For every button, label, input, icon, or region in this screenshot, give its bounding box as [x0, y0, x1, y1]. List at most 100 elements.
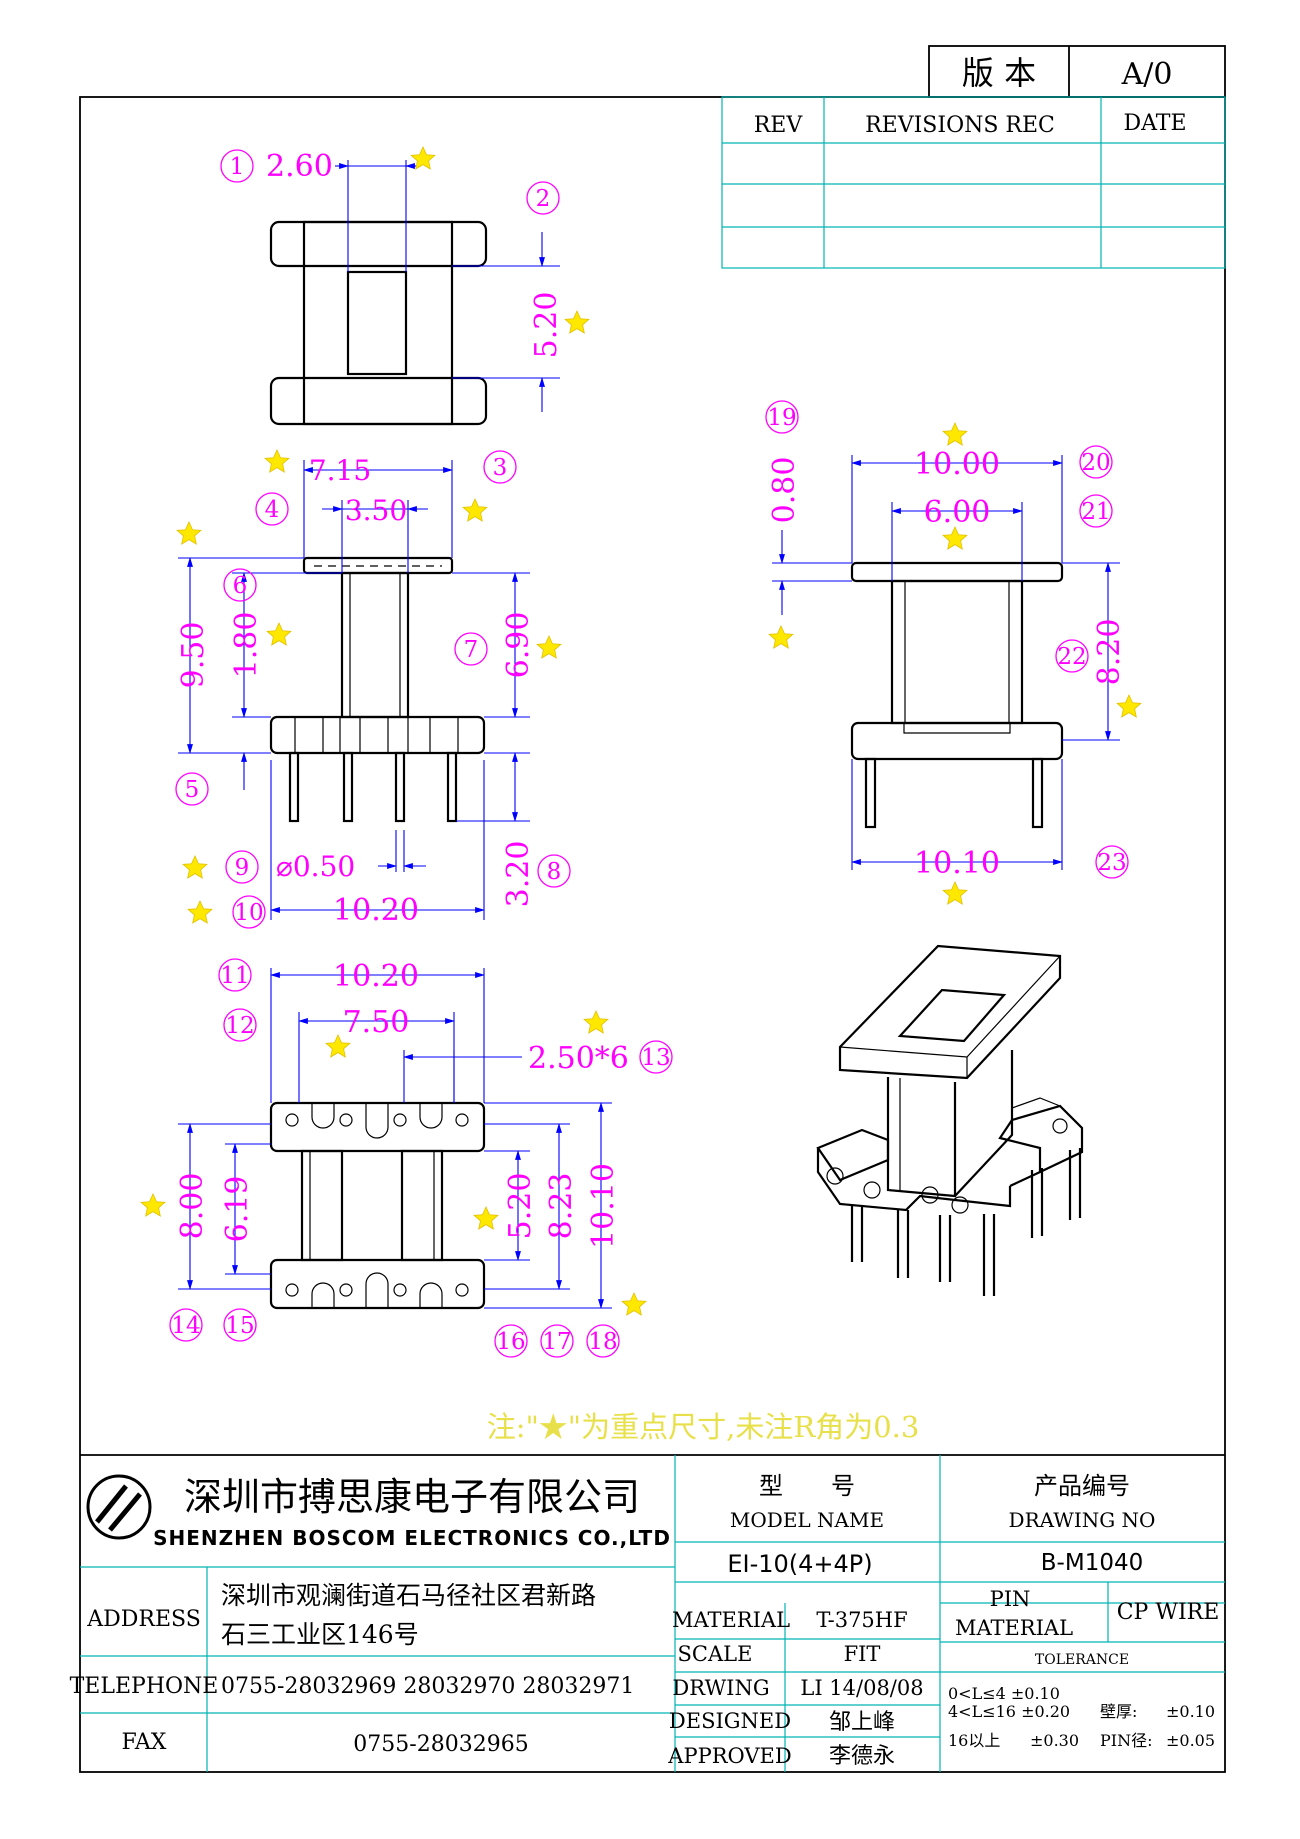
dim-15: 6.19	[220, 1176, 255, 1243]
version-box: 版 本 A/0	[928, 45, 1226, 98]
dim-10: 10.20	[333, 893, 419, 928]
spec-label-scale: SCALE	[678, 1642, 753, 1666]
dim-21: 6.00	[924, 495, 991, 530]
model-label-cn: 型 号	[759, 1472, 855, 1500]
star-icon	[182, 855, 208, 879]
balloon: 8	[537, 854, 571, 888]
dim-23: 10.10	[914, 846, 1000, 881]
spec-label-material: MATERIAL	[672, 1608, 790, 1632]
tolerance-row2c: ±0.10	[1166, 1702, 1215, 1721]
balloon: 9	[225, 850, 259, 884]
star-icon	[536, 635, 562, 659]
balloon: 18	[586, 1324, 620, 1358]
star-icon	[176, 521, 202, 545]
spec-label-designed: DESIGNED	[669, 1709, 791, 1733]
balloon-15: 15	[225, 1313, 254, 1339]
star-icon	[462, 498, 488, 522]
title-block	[80, 1454, 1225, 1772]
top-view-dims	[335, 160, 560, 412]
star-icon	[942, 422, 968, 446]
balloon: 12	[223, 1008, 257, 1042]
front-view	[269, 556, 486, 823]
note-text: 注:"★"为重点尺寸,未注R角为0.3	[487, 1410, 920, 1444]
balloon-5: 5	[185, 777, 200, 803]
dim-22: 8.20	[1092, 619, 1127, 686]
dim-17: 8.23	[544, 1173, 579, 1240]
star-icon	[187, 900, 213, 924]
pin-label-2: MATERIAL	[955, 1616, 1073, 1640]
balloon-17: 17	[542, 1329, 571, 1355]
pin-material-value: CP WIRE	[1117, 1600, 1220, 1625]
balloon: 17	[540, 1324, 574, 1358]
balloon-22: 22	[1057, 644, 1086, 670]
dim-16: 5.20	[503, 1173, 538, 1240]
star-icon	[942, 526, 968, 550]
balloon-6: 6	[233, 573, 248, 599]
side-view-dims	[772, 455, 1120, 870]
top-view	[269, 220, 488, 426]
star-icon	[583, 1010, 609, 1034]
balloon-1: 1	[230, 154, 245, 180]
tolerance-row3b: ±0.30	[1030, 1731, 1079, 1750]
tolerance-row3d: ±0.05	[1166, 1731, 1215, 1750]
balloon: 5	[175, 772, 209, 806]
date-header: DATE	[1123, 111, 1186, 136]
tolerance-row2a: 4<L≤16 ±0.20	[948, 1702, 1070, 1721]
balloon-7: 7	[464, 637, 479, 663]
balloon: 2	[526, 181, 560, 215]
balloon: 10	[232, 895, 266, 929]
spec-value-drwing: LI 14/08/08	[800, 1676, 923, 1700]
company-name-cn: 深圳市搏思康电子有限公司	[184, 1475, 640, 1519]
rev-header: REV	[754, 113, 804, 138]
balloon: 11	[218, 958, 252, 992]
dim-18: 10.10	[586, 1163, 621, 1249]
key-dimension-stars	[140, 146, 1142, 1316]
dim-2: 5.20	[529, 292, 564, 359]
balloon-9: 9	[235, 855, 250, 881]
address-label: ADDRESS	[86, 1607, 201, 1632]
revisions-rec-header: REVISIONS REC	[865, 113, 1055, 138]
bottom-view-dims	[178, 968, 612, 1309]
balloon-4: 4	[265, 497, 280, 523]
drawing-no-label-en: DRAWING NO	[1009, 1508, 1156, 1532]
balloon-11: 11	[220, 963, 249, 989]
balloon-20: 20	[1081, 450, 1110, 476]
balloon-16: 16	[496, 1329, 525, 1355]
balloon-2: 2	[536, 186, 551, 212]
bottom-view	[269, 1101, 486, 1310]
tolerance-row3c: PIN径:	[1100, 1731, 1152, 1750]
balloon-8: 8	[547, 859, 562, 885]
pin-label-1: PIN	[990, 1587, 1031, 1611]
star-icon	[621, 1292, 647, 1316]
spec-label-approved: APPROVED	[667, 1744, 791, 1768]
balloon: 16	[494, 1324, 528, 1358]
balloon-14: 14	[171, 1313, 200, 1339]
address-line2: 石三工业区146号	[221, 1620, 419, 1649]
balloon: 13	[639, 1040, 673, 1074]
balloon: 19	[765, 400, 799, 434]
model-label-en: MODEL NAME	[730, 1508, 884, 1532]
dim-7: 6.90	[501, 612, 536, 679]
balloon: 1	[220, 149, 254, 183]
fax-value: 0755-28032965	[353, 1732, 528, 1757]
spec-label-drwing: DRWING	[672, 1676, 769, 1700]
dim-20: 10.00	[914, 447, 1000, 482]
spec-value-designed: 邹上峰	[829, 1710, 895, 1735]
star-icon	[564, 310, 590, 334]
telephone-value: 0755-28032969 28032970 28032971	[221, 1674, 634, 1699]
balloon: 14	[169, 1308, 203, 1342]
star-icon	[1116, 694, 1142, 718]
dim-8: 3.20	[501, 841, 536, 908]
version-value: A/0	[1121, 57, 1173, 92]
balloon-18: 18	[588, 1329, 617, 1355]
balloon: 21	[1079, 494, 1113, 528]
dim-9: ⌀0.50	[276, 850, 355, 883]
address-line1: 深圳市观澜街道石马径社区君新路	[221, 1581, 596, 1610]
balloon: 7	[454, 632, 488, 666]
revisions-table: REV REVISIONS REC DATE	[721, 96, 1226, 269]
main-border	[79, 96, 1226, 1773]
star-icon	[140, 1193, 166, 1217]
tolerance-row2b: 壁厚:	[1100, 1702, 1137, 1721]
dim-14: 8.00	[175, 1173, 210, 1240]
